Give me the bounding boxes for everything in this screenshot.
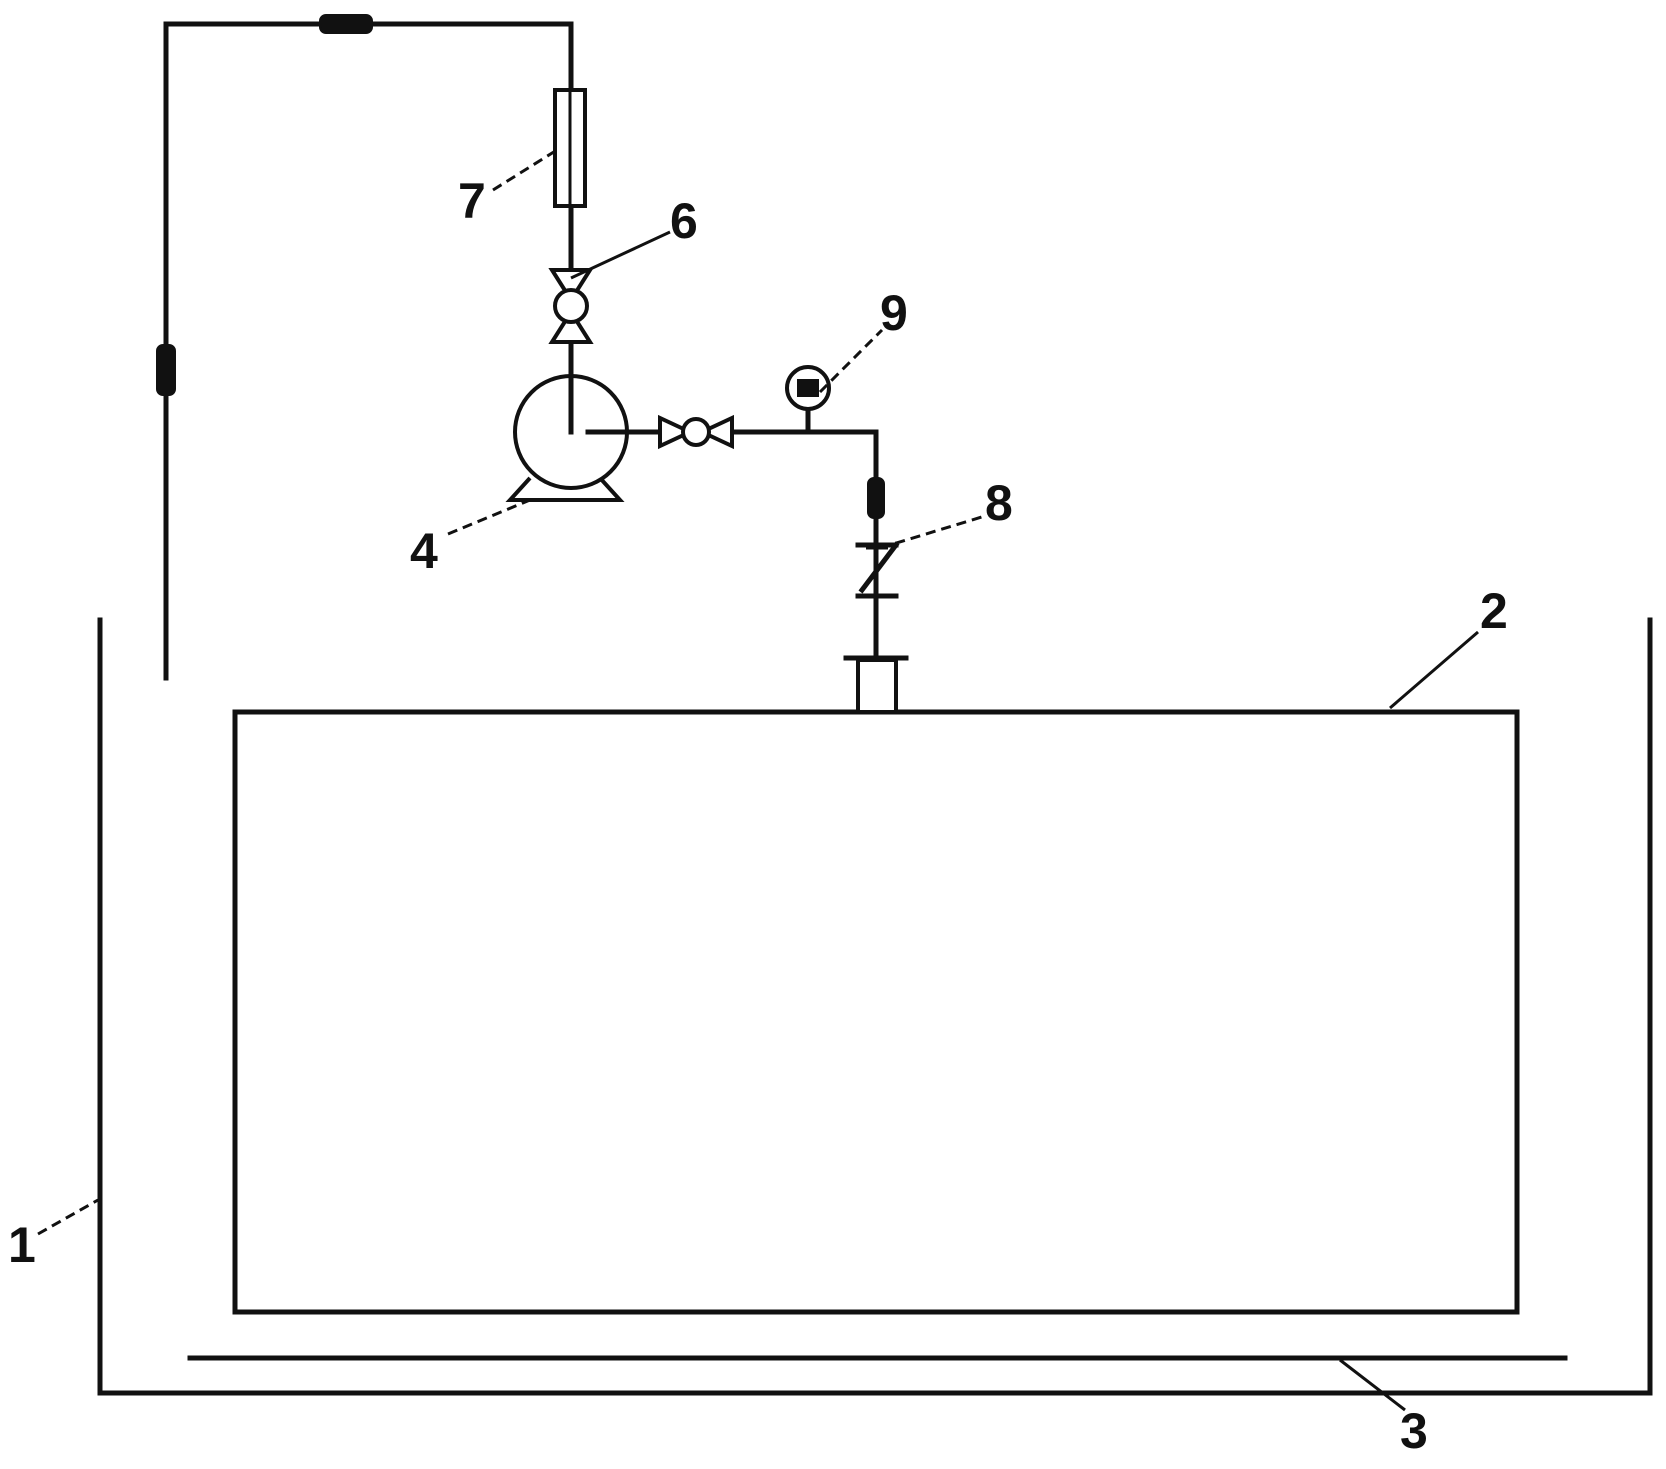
label-1: 1	[8, 1217, 36, 1273]
label-3: 3	[1400, 1403, 1428, 1459]
outer-tank	[97, 617, 1653, 1396]
pipe-fitting-right	[867, 477, 885, 519]
return-pipe	[163, 21, 574, 681]
label-2: 2	[1480, 583, 1508, 639]
leader-lines	[37, 148, 1479, 1412]
discharge-pipe	[585, 429, 879, 658]
check-valve	[855, 541, 900, 599]
pipe-fitting-left	[156, 344, 176, 396]
label-6: 6	[670, 193, 698, 249]
label-9: 9	[880, 285, 908, 341]
inner-vessel	[232, 709, 1520, 1315]
label-4: 4	[410, 523, 438, 579]
label-8: 8	[985, 475, 1013, 531]
pump	[505, 373, 629, 502]
valve-horizontal	[658, 414, 734, 450]
pipe-fitting-top	[319, 14, 373, 34]
label-7: 7	[458, 173, 486, 229]
pressure-gauge	[785, 365, 831, 435]
vessel-inlet-connector	[843, 655, 909, 714]
valve-vertical	[548, 268, 594, 344]
